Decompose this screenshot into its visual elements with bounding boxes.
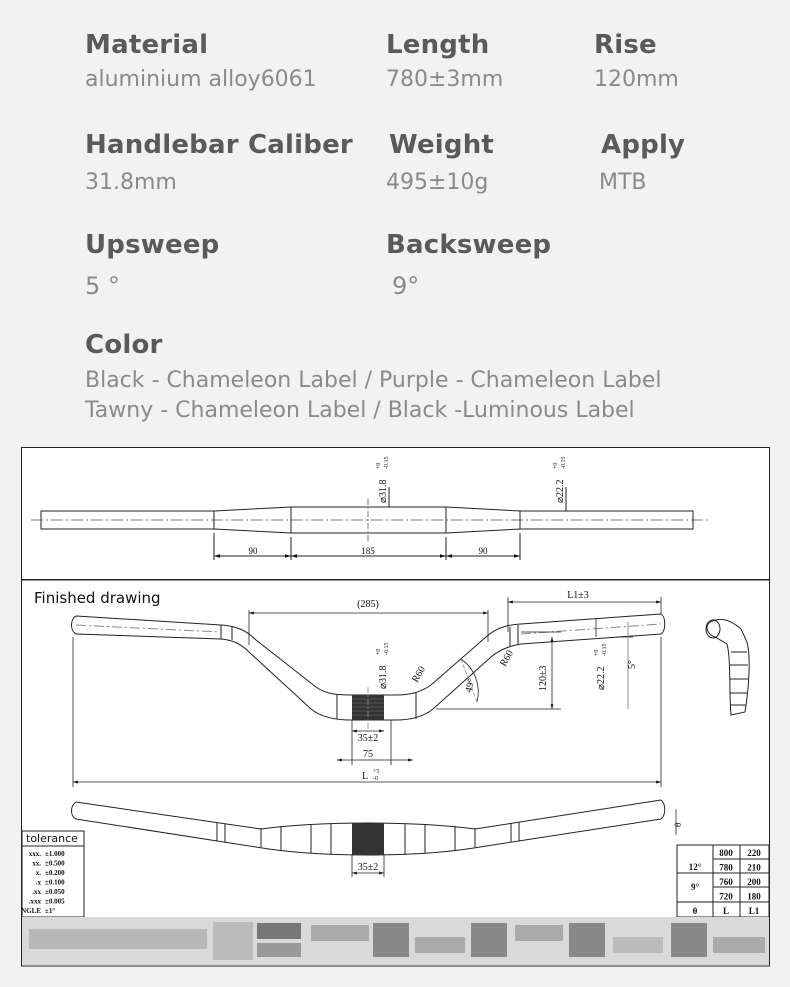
front-inner-width: 75	[363, 749, 373, 760]
spec-weight-value: 495±10g	[386, 170, 489, 195]
tolerance-key: .xx	[32, 888, 41, 896]
tolerance-value: ±0.500	[45, 860, 65, 868]
top-clamp-diameter: ⌀31.8	[378, 479, 389, 503]
front-overall-length: L	[362, 771, 368, 782]
tolerance-title: tolerance	[26, 832, 78, 845]
size-l1: 220	[747, 848, 761, 858]
front-rise: 120±3	[538, 666, 549, 692]
front-angle: 49°	[463, 677, 477, 693]
spec-color-label: Color	[85, 330, 163, 360]
size-footer-l1: L1	[749, 906, 760, 916]
tolerance-value: ±0.100	[45, 879, 65, 887]
spec-material-value: aluminium alloy6061	[85, 67, 317, 92]
spec-rise-label: Rise	[594, 30, 657, 60]
finished-drawing-title: Finished drawing	[34, 589, 161, 607]
front-end-diameter: ⌀22.2	[596, 666, 607, 690]
spec-length-value: 780±3mm	[386, 67, 504, 92]
back-clamp-width: 35±2	[358, 862, 379, 873]
spec-material-label: Material	[85, 30, 209, 60]
top-end-tol-minus: -0.15	[561, 457, 567, 470]
size-length: 720	[719, 892, 733, 902]
spec-caliber-value: 31.8mm	[85, 170, 177, 195]
tolerance-key: xxx.	[29, 850, 42, 858]
spec-apply-value: MTB	[599, 170, 647, 195]
spec-weight-label: Weight	[389, 130, 495, 160]
top-view-frame	[21, 447, 770, 580]
spec-upsweep-value: 5 °	[85, 272, 120, 300]
tolerance-key: .xxx	[29, 898, 42, 906]
size-length: 780	[719, 863, 733, 873]
front-end-tol-plus: +0	[594, 650, 600, 656]
size-l1: 210	[747, 863, 761, 873]
size-footer-l: L	[723, 906, 729, 916]
front-overall-tol-plus: +5	[373, 769, 379, 775]
front-clamp-tol-minus: -0.15	[384, 643, 390, 656]
front-overall-tol-minus: -0	[373, 776, 378, 782]
top-dim-left: 90	[249, 546, 259, 556]
spec-length-label: Length	[386, 30, 490, 60]
blurred-title-block	[22, 917, 769, 965]
tolerance-key: .x	[36, 879, 42, 887]
size-table	[676, 844, 770, 918]
top-dim-center: 185	[361, 546, 375, 556]
back-clamp-knurl	[352, 823, 384, 855]
color-options-line-2: Tawny - Chameleon Label / Black -Luminou…	[85, 398, 635, 423]
top-clamp-tol-plus: +0	[376, 463, 382, 469]
spec-upsweep-label: Upsweep	[85, 230, 220, 260]
top-view	[31, 487, 711, 560]
front-clamp-diameter: ⌀31.8	[378, 665, 389, 689]
top-dim-right: 90	[479, 546, 489, 556]
size-length: 760	[719, 877, 733, 887]
tolerance-key: xx.	[32, 860, 41, 868]
top-clamp-tol-minus: -0.15	[384, 457, 390, 470]
front-clamp-width: 35±2	[358, 733, 379, 744]
spec-backsweep-label: Backsweep	[386, 230, 552, 260]
tolerance-key: ANGLE	[21, 907, 41, 915]
side-view-sketch	[705, 619, 750, 716]
finished-drawing-frame	[21, 579, 770, 967]
spec-rise-value: 120mm	[594, 67, 679, 92]
spec-apply-label: Apply	[601, 130, 686, 160]
size-l1: 180	[747, 892, 761, 902]
front-clamp-tol-plus: +0	[376, 649, 382, 655]
spec-backsweep-value: 9°	[392, 272, 420, 300]
size-angle-9: 9°	[691, 882, 700, 892]
tolerance-value: ±0.200	[45, 869, 65, 877]
top-end-tol-plus: +0	[553, 463, 559, 469]
tolerance-value: ±1°	[45, 907, 55, 915]
front-dim-span: (285)	[357, 599, 379, 610]
size-footer-theta: θ	[693, 906, 698, 916]
front-end-tol-minus: -0.15	[602, 644, 608, 657]
tolerance-value: ±0.005	[45, 898, 65, 906]
tolerance-key: x.	[36, 869, 42, 877]
tolerance-value: ±1.000	[45, 850, 65, 858]
tolerance-table: tolerance xxx.±1.000xx.±0.500x.±0.200.x±…	[21, 830, 85, 918]
size-l1: 200	[747, 877, 761, 887]
color-options-line-1: Black - Chameleon Label / Purple - Chame…	[85, 368, 662, 393]
technical-drawing: 90 185 90 ⌀31.8 +0 -0.15 ⌀22.2 +0 -0.15 …	[21, 447, 770, 967]
top-end-diameter: ⌀22.2	[555, 479, 566, 503]
size-angle-12: 12°	[689, 862, 702, 872]
tolerance-value: ±0.050	[45, 888, 65, 896]
front-dim-l1: L1±3	[567, 590, 589, 601]
back-angle-theta: θ	[673, 823, 683, 827]
size-length: 800	[719, 848, 733, 858]
front-upsweep: 5°	[627, 660, 638, 669]
spec-caliber-label: Handlebar Caliber	[85, 130, 353, 160]
